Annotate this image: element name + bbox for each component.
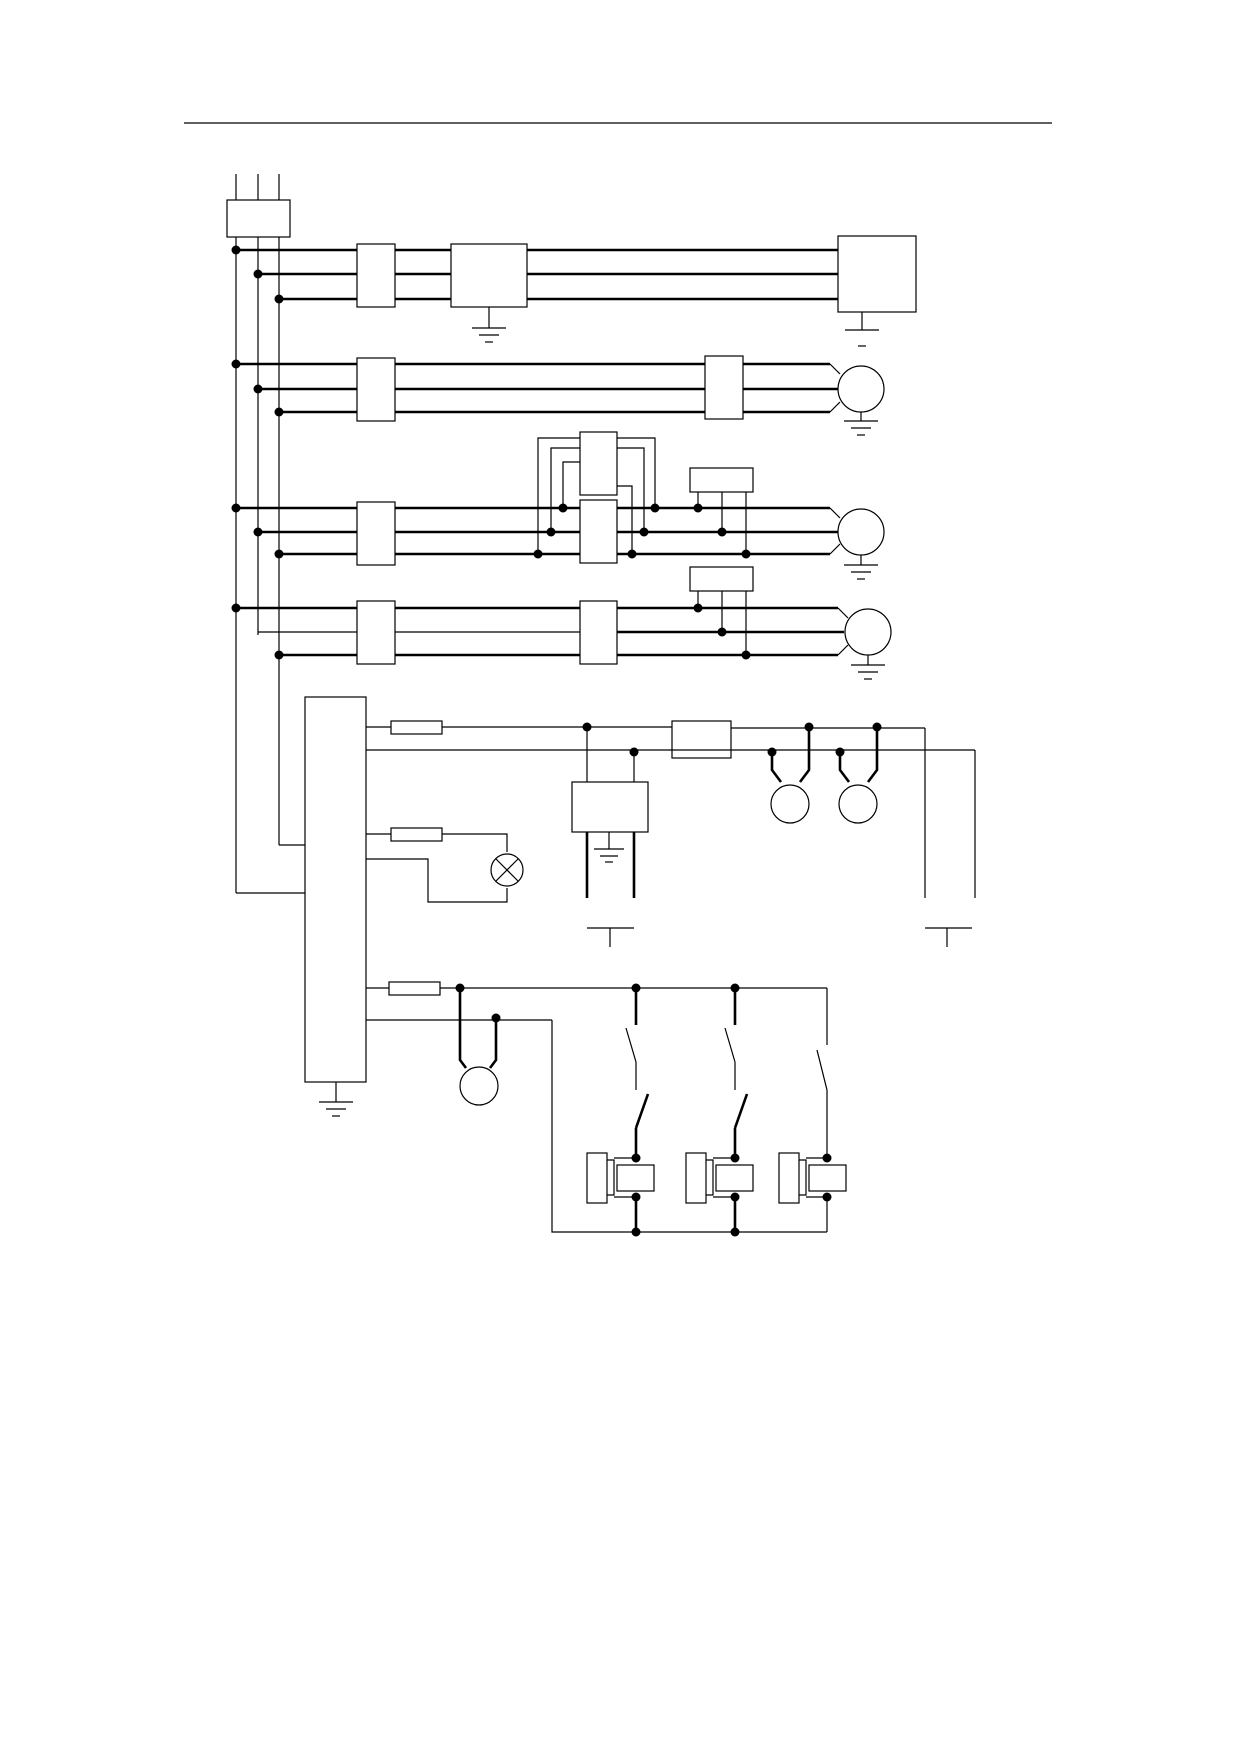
aux-a-transformer (571, 781, 649, 833)
distribution-board (236, 696, 367, 1117)
main-isolator (226, 199, 291, 238)
branch-3-coil (808, 1164, 847, 1192)
feeder-3-aux-contactor (579, 431, 618, 496)
branch-1-auxiliary (586, 1152, 608, 1204)
feeder-2 (231, 355, 885, 436)
aux-circuit-a (366, 720, 976, 947)
feeder-1-breaker (356, 243, 396, 308)
feeder-1-panel (837, 235, 917, 313)
feeder-2-breaker (356, 357, 396, 422)
feeder-3-motor (837, 508, 885, 556)
feeder-3-main-contactor (579, 499, 618, 564)
feeder-4-breaker (356, 600, 396, 665)
aux-a-motor-1 (770, 784, 810, 824)
feeder-4-overload-relay (689, 566, 754, 592)
distribution-board-box (304, 696, 367, 1083)
aux-c-motor (459, 1066, 499, 1106)
feeder-4 (231, 566, 892, 680)
aux-c-fuse (388, 981, 441, 996)
feeder-2-motor (837, 365, 885, 413)
aux-a-fuse (390, 720, 443, 735)
incoming-supply (226, 174, 291, 893)
branch-3-auxiliary (778, 1152, 800, 1204)
feeder-4-contactor (579, 600, 618, 665)
feeder-3-breaker (356, 501, 396, 566)
branch-2-coil (715, 1164, 754, 1192)
feeder-2-starter (704, 355, 744, 420)
feeder-4-motor (844, 608, 892, 656)
branch-2-auxiliary (685, 1152, 707, 1204)
aux-a-contactor (671, 720, 732, 759)
branch-1-coil (616, 1164, 655, 1192)
feeder-3-overload-relay (689, 467, 754, 493)
aux-circuit-c (366, 981, 847, 1237)
aux-circuit-b (366, 827, 524, 903)
feeder-3 (231, 431, 885, 580)
aux-b-fuse (390, 827, 443, 842)
feeder-1 (231, 235, 917, 347)
aux-a-motor-2 (838, 784, 878, 824)
feeder-1-starter (450, 243, 528, 308)
